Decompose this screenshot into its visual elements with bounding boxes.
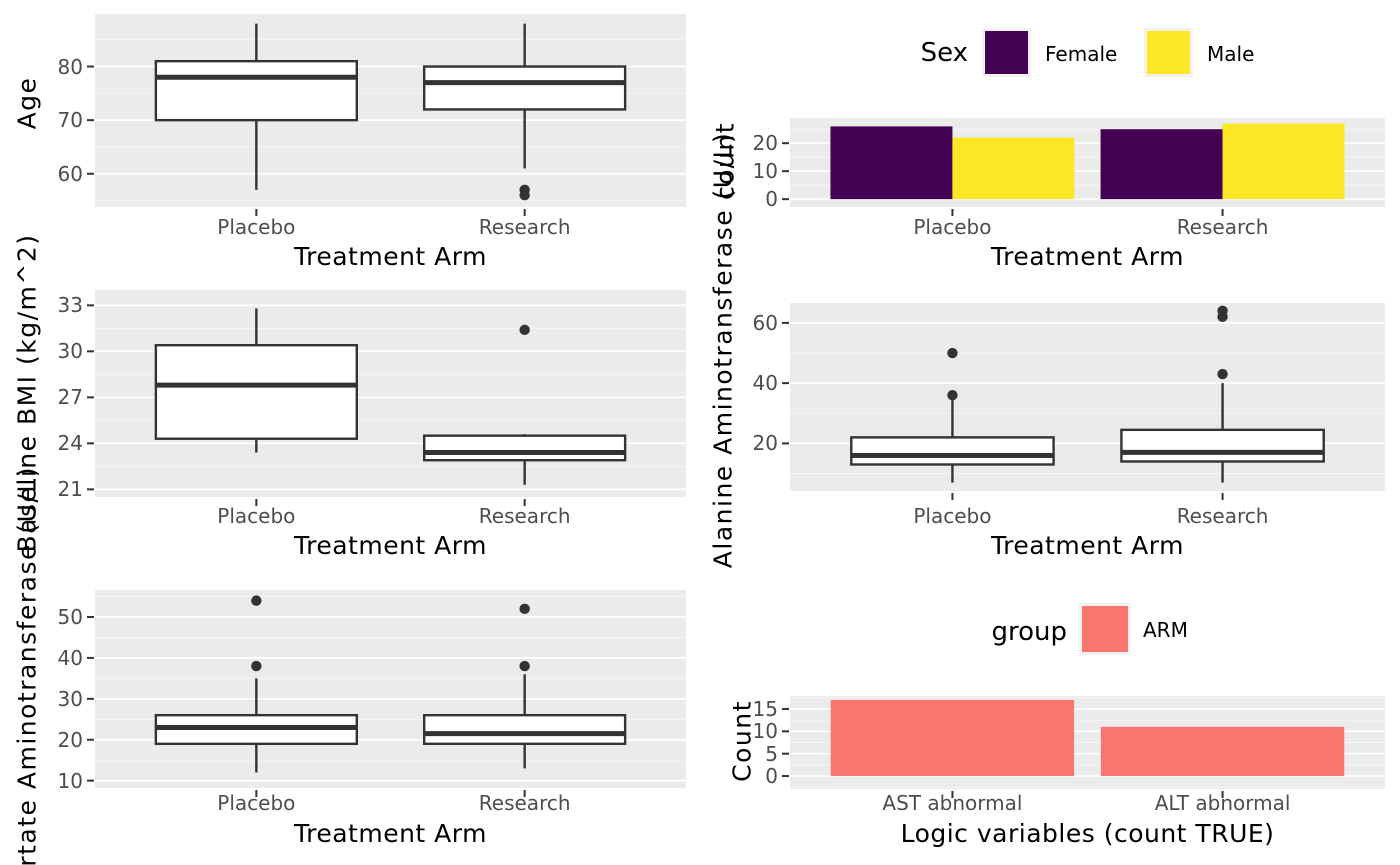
bar-female xyxy=(1100,129,1223,200)
x-category-label: Placebo xyxy=(217,791,296,815)
box xyxy=(1120,428,1325,463)
panel-background xyxy=(95,590,686,788)
male-legend-label: Male xyxy=(1207,42,1255,66)
y-tick-label: 70 xyxy=(57,108,83,133)
y-tick-label: 10 xyxy=(57,768,83,793)
y-tick-label: 0 xyxy=(765,764,778,789)
x-category-label: Research xyxy=(478,215,571,239)
x-category-label: AST abnormal xyxy=(882,791,1023,815)
y-tick-label: 50 xyxy=(57,605,83,629)
x-axis-title-bmi: Treatment Arm xyxy=(294,531,487,560)
bar xyxy=(830,700,1075,777)
box xyxy=(422,713,627,746)
outlier-point xyxy=(251,595,262,606)
y-tick-label: 24 xyxy=(57,431,83,456)
outlier-point xyxy=(251,660,262,672)
outlier-point xyxy=(519,603,530,615)
box xyxy=(422,434,627,462)
box xyxy=(850,436,1055,466)
x-axis-title-age: Treatment Arm xyxy=(294,242,487,271)
outlier-point xyxy=(519,190,530,201)
x-axis-title-logic: Logic variables (count TRUE) xyxy=(900,819,1275,848)
y-tick-label: 40 xyxy=(752,371,778,396)
bar-female xyxy=(830,126,953,200)
y-tick-label: 20 xyxy=(752,431,778,456)
y-tick-label: 80 xyxy=(57,54,83,79)
x-axis-title-alt: Treatment Arm xyxy=(991,531,1184,560)
female-legend-swatch xyxy=(985,31,1028,74)
y-tick-label: 40 xyxy=(57,645,83,670)
y-tick-label: 60 xyxy=(57,161,83,186)
x-category-label: Placebo xyxy=(217,504,296,528)
box xyxy=(422,65,627,111)
outlier-point xyxy=(519,660,530,672)
sex-legend-title: Sex xyxy=(920,38,968,68)
y-tick-label: 30 xyxy=(57,686,83,711)
y-tick-label: 10 xyxy=(752,719,778,744)
arm-legend-swatch xyxy=(1082,606,1128,652)
y-tick-label: 33 xyxy=(57,293,83,318)
bar-male xyxy=(952,137,1075,200)
y-tick-label: 0 xyxy=(765,187,778,212)
outlier-point xyxy=(1217,368,1228,380)
x-axis-title-ast: Treatment Arm xyxy=(294,819,487,848)
y-tick-label: 20 xyxy=(57,727,83,752)
x-axis-title-sex: Treatment Arm xyxy=(991,242,1184,271)
outlier-point xyxy=(947,389,958,401)
outlier-point xyxy=(1217,305,1228,317)
x-category-label: Placebo xyxy=(913,215,992,239)
y-tick-label: 27 xyxy=(57,385,83,410)
outlier-point xyxy=(947,347,958,359)
x-category-label: Placebo xyxy=(217,215,296,239)
bar xyxy=(1100,726,1345,777)
x-category-label: Research xyxy=(478,504,571,528)
male-legend-swatch xyxy=(1147,31,1190,74)
bar-male xyxy=(1222,123,1345,200)
x-category-label: Research xyxy=(1176,504,1269,528)
y-tick-label: 15 xyxy=(752,696,778,721)
box xyxy=(154,59,359,122)
y-tick-label: 30 xyxy=(57,339,83,364)
arm-legend-label: ARM xyxy=(1143,618,1188,642)
y-tick-label: 10 xyxy=(752,159,778,184)
x-category-label: Placebo xyxy=(913,504,992,528)
group-legend-title: group xyxy=(991,617,1067,647)
x-category-label: ALT abnormal xyxy=(1154,791,1291,815)
box xyxy=(154,344,359,440)
x-category-label: Research xyxy=(1176,215,1269,239)
x-category-label: Research xyxy=(478,791,571,815)
y-tick-label: 21 xyxy=(57,477,83,502)
y-tick-label: 60 xyxy=(752,310,778,335)
y-tick-label: 20 xyxy=(752,131,778,156)
female-legend-label: Female xyxy=(1045,42,1118,66)
y-tick-label: 5 xyxy=(765,741,778,766)
outlier-point xyxy=(519,324,530,336)
